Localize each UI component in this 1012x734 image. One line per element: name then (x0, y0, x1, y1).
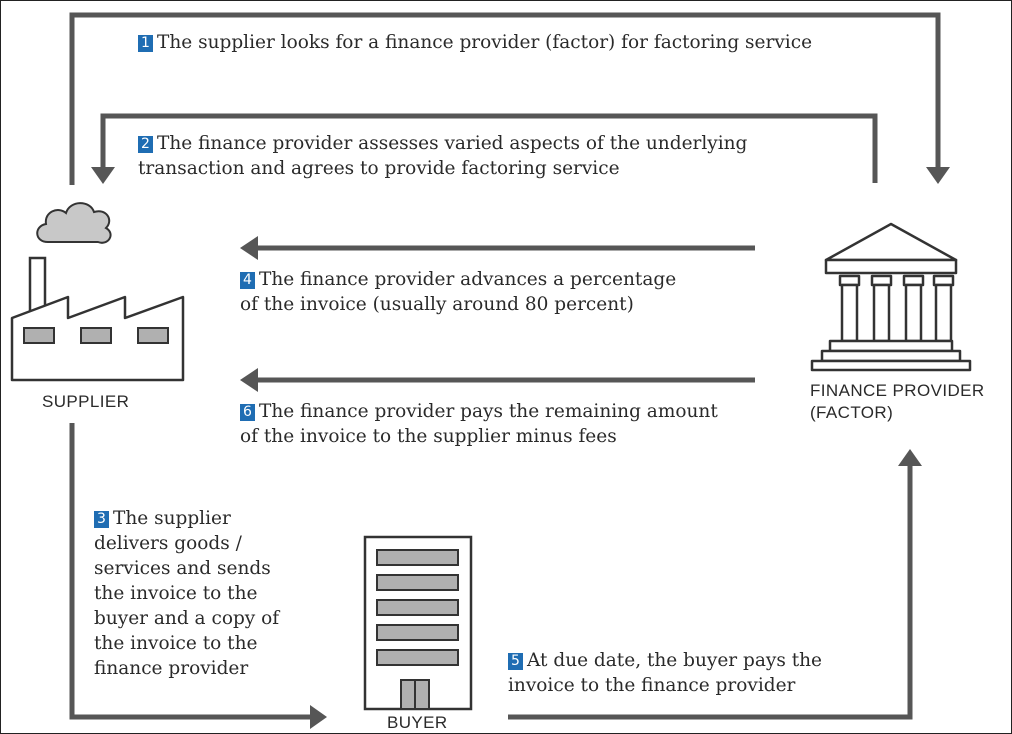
office-window-row-icon (376, 624, 459, 641)
step-number-badge: 5 (508, 653, 523, 670)
arrow-head-step-5 (898, 449, 922, 466)
step-2-line-2: transaction and agrees to provide factor… (138, 158, 620, 179)
bank-column-icon (934, 283, 953, 343)
arrow-step-3 (69, 423, 314, 720)
arrow-head-step-1 (926, 167, 950, 184)
step-3-line-4: the invoice to the (94, 583, 258, 604)
step-3-line-1: The supplier (113, 508, 231, 529)
arrow-step-2 (100, 113, 878, 183)
step-5-line-2: invoice to the finance provider (508, 675, 796, 696)
step-6-line-1: The finance provider pays the remaining … (259, 401, 718, 422)
arrow-head-step-4 (240, 236, 258, 260)
finance-provider-label-line-1: FINANCE PROVIDER (810, 381, 985, 400)
bank-column-icon (932, 274, 955, 287)
bank-column-icon (904, 283, 923, 343)
step-2-line-1: The finance provider assesses varied asp… (157, 133, 748, 154)
bank-base-icon (828, 339, 954, 353)
arrow-step-5 (508, 462, 913, 720)
arrow-head-step-2 (91, 167, 115, 184)
arrow-head-step-3 (310, 705, 327, 729)
step-number-badge: 1 (138, 35, 153, 52)
bank-entablature-icon (824, 258, 958, 275)
step-5-line-1: At due date, the buyer pays the (527, 650, 823, 671)
office-window-row-icon (376, 574, 459, 591)
step-3-line-7: finance provider (94, 658, 249, 679)
step-1-line-1: The supplier looks for a finance provide… (157, 32, 813, 53)
finance-provider-label: FINANCE PROVIDER (FACTOR) (810, 380, 985, 424)
buyer-label: BUYER (387, 713, 448, 732)
step-4-line-2: of the invoice (usually around 80 percen… (240, 294, 634, 315)
bank-roof-icon (824, 222, 958, 262)
office-window-row-icon (376, 649, 459, 666)
bank-base-icon (820, 349, 962, 363)
step-3-line-3: services and sends (94, 558, 271, 579)
arrow-head-step-6 (240, 368, 258, 392)
step-6-line-2: of the invoice to the supplier minus fee… (240, 426, 617, 447)
bank-column-icon (902, 274, 925, 287)
office-window-row-icon (376, 599, 459, 616)
step-number-badge: 4 (240, 272, 255, 289)
factory-icon (10, 202, 185, 382)
factory-window-icon (137, 327, 169, 344)
bank-base-icon (810, 359, 972, 372)
cloud-icon (36, 202, 112, 244)
step-number-badge: 6 (240, 404, 255, 421)
step-3-line-6: the invoice to the (94, 633, 258, 654)
factory-window-icon (23, 327, 55, 344)
arrow-step-1 (69, 12, 941, 185)
step-3-line-2: delivers goods / (94, 533, 242, 554)
step-number-badge: 3 (94, 511, 109, 528)
step-number-badge: 2 (138, 136, 153, 153)
finance-provider-label-line-2: (FACTOR) (810, 403, 894, 422)
step-4-line-1: The finance provider advances a percenta… (259, 269, 677, 290)
office-building-icon (363, 535, 473, 711)
bank-column-icon (838, 274, 861, 287)
office-window-row-icon (376, 549, 459, 566)
bank-column-icon (840, 283, 859, 343)
supplier-label: SUPPLIER (42, 392, 130, 411)
factory-window-icon (80, 327, 112, 344)
bank-column-icon (872, 283, 891, 343)
bank-column-icon (870, 274, 893, 287)
step-3-line-5: buyer and a copy of (94, 608, 280, 629)
bank-building-icon (810, 222, 972, 372)
